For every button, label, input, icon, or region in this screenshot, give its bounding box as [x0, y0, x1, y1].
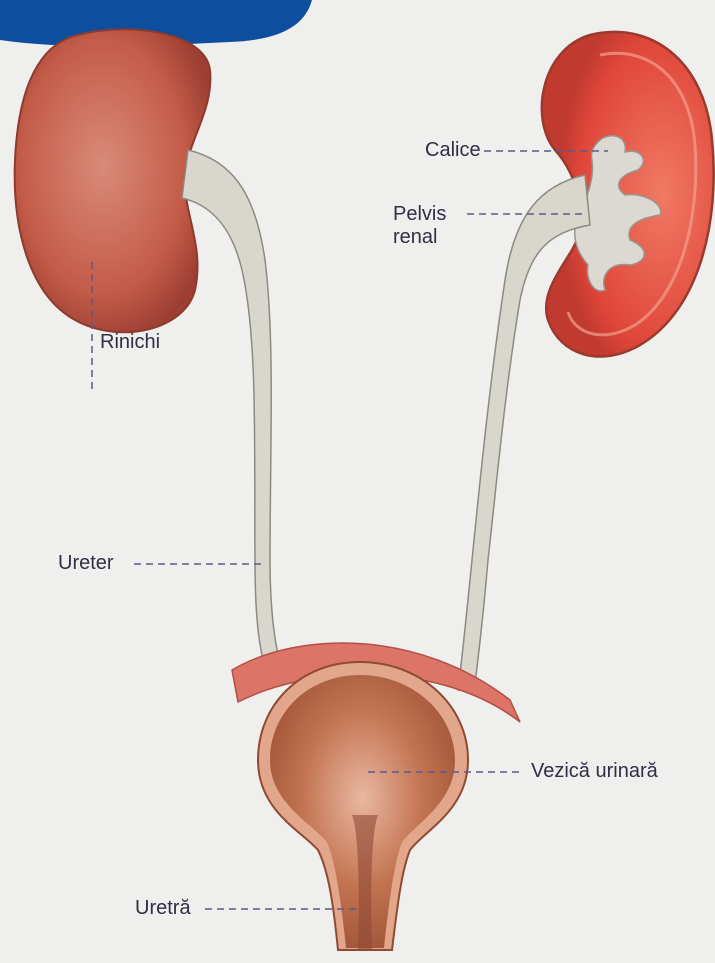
label-vezica-urinara: Vezică urinară	[531, 760, 658, 783]
label-uretra: Uretră	[135, 897, 191, 920]
left-ureter	[182, 150, 283, 676]
label-ureter: Ureter	[58, 552, 114, 575]
label-pelvis-renal: Pelvis renal	[393, 203, 446, 249]
label-calice: Calice	[425, 139, 481, 162]
left-kidney	[15, 29, 211, 332]
label-rinichi: Rinichi	[100, 331, 160, 354]
